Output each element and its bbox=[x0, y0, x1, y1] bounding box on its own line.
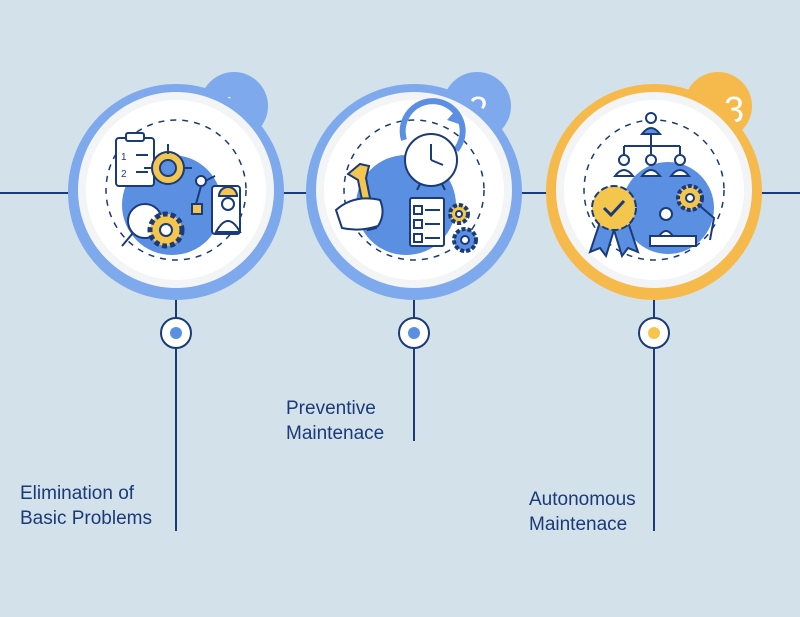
award-badge-icon bbox=[588, 185, 640, 259]
step-2-dashed-ring bbox=[343, 119, 485, 261]
step-3-title-line-1: Autonomous bbox=[529, 489, 636, 510]
worker-icon bbox=[211, 185, 242, 235]
step-1-title-line-2: Basic Problems bbox=[20, 508, 152, 529]
step-2-node-dot bbox=[408, 327, 420, 339]
step-2-title-line-1: Preventive bbox=[286, 398, 376, 419]
svg-text:1: 1 bbox=[121, 152, 127, 163]
clock-refresh-icon bbox=[399, 98, 466, 191]
person-gear-icon bbox=[649, 184, 716, 247]
org-chart-icon bbox=[612, 112, 692, 177]
step-1-title-line-1: Elimination of bbox=[20, 483, 135, 504]
clipboard-checklist-icon: 1 2 bbox=[115, 132, 155, 187]
step-2-title: Preventive Maintenace bbox=[286, 396, 384, 446]
gears-icon bbox=[448, 203, 478, 253]
robot-arm-icon bbox=[191, 175, 216, 215]
step-1-dashed-ring bbox=[105, 119, 247, 261]
hand-wrench-icon bbox=[334, 162, 384, 232]
svg-text:2: 2 bbox=[121, 169, 127, 180]
checklist-icon bbox=[409, 197, 445, 247]
step-1: 1 1 2 bbox=[68, 72, 284, 531]
step-1-title: Elimination of Basic Problems bbox=[20, 481, 152, 531]
step-3-title-line-2: Maintenace bbox=[529, 514, 628, 535]
magnifier-gear-icon bbox=[121, 203, 185, 249]
step-2-title-line-2: Maintenace bbox=[286, 423, 385, 444]
step-3-node-dot bbox=[648, 327, 660, 339]
step-2: 2 bbox=[306, 72, 522, 441]
step-3: 3 bbox=[546, 72, 762, 531]
step-3-title: Autonomous Maintenace bbox=[529, 487, 636, 537]
step-1-node-dot bbox=[170, 327, 182, 339]
target-icon bbox=[144, 144, 192, 185]
